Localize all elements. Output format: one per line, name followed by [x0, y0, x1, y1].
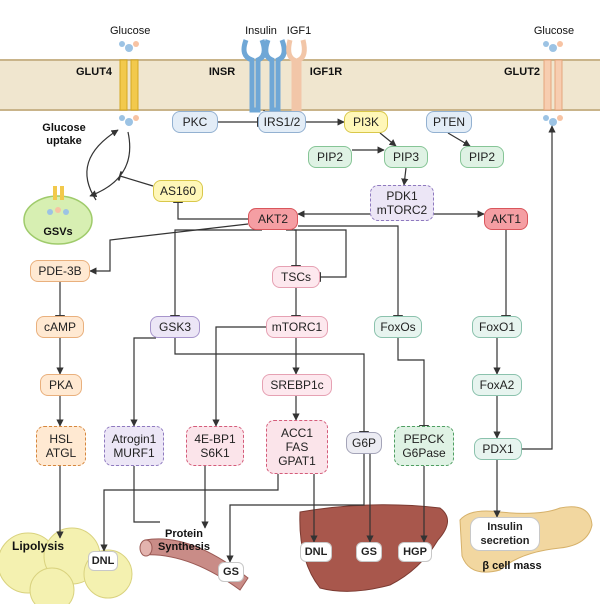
- edge-gsk3-g6p: [174, 338, 369, 433]
- akt2-node: AKT2: [248, 208, 298, 230]
- akt1-node: AKT1: [484, 208, 528, 230]
- foxa2-node: FoxA2: [472, 374, 522, 396]
- glut4-label: GLUT4: [75, 66, 113, 78]
- edge-akt2-tscs: [286, 229, 301, 267]
- pten-node: PTEN: [426, 111, 472, 133]
- edge-akt2-foxos: [298, 225, 403, 317]
- beta-cell-mass-label: β cell mass: [482, 560, 542, 572]
- lipolysis-label: Lipolysis: [11, 539, 64, 553]
- atrogin-murf1-node: Atrogin1 MURF1: [104, 426, 164, 466]
- pathway-edges: [55, 110, 556, 563]
- glucose-right-label: Glucose: [533, 25, 575, 37]
- pi3k-node: PI3K: [344, 111, 388, 133]
- edge-gsk3-atrogin: [130, 337, 156, 427]
- pip2-right-node: PIP2: [460, 146, 504, 168]
- igf1r-receptor-icon: [286, 39, 307, 113]
- gsk3-node: GSK3: [150, 316, 200, 338]
- insulin-secretion-label: Insulin secretion: [470, 517, 540, 551]
- edge-pten-pip2r: [447, 132, 471, 147]
- edge-g6p-gs-muscle: [226, 454, 365, 563]
- glut2-label: GLUT2: [503, 66, 541, 78]
- glucose-left-label: Glucose: [110, 25, 151, 37]
- glut4-transporter-icon: [119, 41, 139, 126]
- edge-akt2-pde3b: [89, 223, 249, 275]
- acc1-fas-gpat1-node: ACC1 FAS GPAT1: [266, 420, 328, 474]
- tscs-node: TSCs: [272, 266, 320, 288]
- pdk1-mtorc2-node: PDK1 mTORC2: [370, 185, 434, 221]
- edge-akt2-as160: [173, 201, 248, 220]
- edge-akt2-tscs2: [294, 229, 347, 282]
- pdx1-node: PDX1: [474, 438, 522, 460]
- gs-liver-label: GS: [356, 542, 382, 562]
- pepck-g6pase-node: PEPCK G6Pase: [394, 426, 454, 466]
- mtorc1-node: mTORC1: [266, 316, 328, 338]
- g6p-node: G6P: [346, 432, 382, 454]
- edge-pi3k-pip3: [379, 132, 397, 147]
- gsvs-label: GSVs: [43, 226, 73, 238]
- edge-akt2-gsk3: [170, 229, 262, 317]
- dnl-liver-label: DNL: [300, 542, 332, 562]
- 4ebp1-s6k1-node: 4E-BP1 S6K1: [186, 426, 244, 466]
- edge-as160-cycle: [117, 171, 154, 187]
- foxos-node: FoxOs: [374, 316, 422, 338]
- glucose-uptake-label: Glucose uptake: [42, 122, 86, 147]
- foxo1-node: FoxO1: [472, 316, 522, 338]
- pip3-node: PIP3: [384, 146, 428, 168]
- edge-foxos-pepck: [397, 338, 429, 427]
- gs-muscle-label: GS: [218, 562, 244, 582]
- hgp-label: HGP: [398, 542, 432, 562]
- pka-node: PKA: [40, 374, 82, 396]
- pkc-node: PKC: [172, 111, 218, 133]
- irs-node: IRS1/2: [258, 111, 306, 133]
- gsv-vesicle-icon: [23, 186, 93, 245]
- insr-receptor-icon: [241, 39, 287, 113]
- cycle-arrow-down: [89, 131, 131, 198]
- edge-atrogin-protein: [133, 466, 160, 523]
- edge-acc-dnl-adipose: [100, 474, 279, 552]
- pde3b-node: PDE-3B: [30, 260, 90, 282]
- pip2-left-node: PIP2: [308, 146, 352, 168]
- igf1r-label: IGF1R: [309, 66, 343, 78]
- dnl-adipose-label: DNL: [88, 551, 118, 571]
- srebp1c-node: SREBP1c: [262, 374, 332, 396]
- edge-pdx1-glut2: [522, 125, 556, 450]
- igf1-label: IGF1: [286, 25, 312, 37]
- insr-label: INSR: [208, 66, 236, 78]
- glut2-transporter-icon: [543, 41, 563, 126]
- edge-pip3-pdk1: [401, 167, 409, 186]
- hsl-atgl-node: HSL ATGL: [36, 426, 86, 466]
- protein-synthesis-label: Protein Synthesis: [158, 528, 210, 553]
- camp-node: cAMP: [36, 316, 84, 338]
- edge-mtorc1-ebp: [212, 326, 280, 427]
- insulin-label: Insulin: [245, 25, 277, 37]
- as160-node: AS160: [153, 180, 203, 202]
